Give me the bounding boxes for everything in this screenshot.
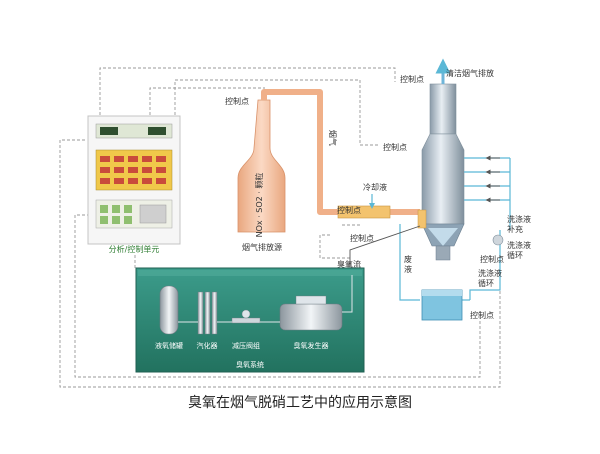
control-point-tower: 控制点: [383, 142, 407, 152]
ozone-flow-line: [349, 225, 421, 268]
valve-shape: [231, 309, 261, 324]
wash-cycle-label-b2: 循环: [478, 278, 494, 288]
waste-liquid-label-2: 液: [404, 264, 412, 274]
coolant-label: 冷却液: [363, 182, 387, 192]
control-point-flue: 控制点: [225, 96, 249, 106]
wash-cycle-label-a1: 洗涤液: [507, 240, 531, 250]
signal-line-inner: [74, 214, 481, 378]
control-point-cycle: 控制点: [480, 254, 504, 264]
clean-exhaust-label: 清洁烟气排放: [446, 68, 494, 78]
ozone-system-label: 臭氧系统: [236, 360, 264, 369]
ozone-system: 液氧储罐 汽化器 减压阀组 臭氧发生器 臭氧系统: [135, 267, 365, 373]
control-point-top: 控制点: [400, 74, 424, 84]
analysis-unit-label: 分析/控制单元: [109, 244, 160, 254]
flue-source-label: 烟气排放源: [242, 242, 282, 252]
figure-caption: 臭氧在烟气脱硝工艺中的应用示意图: [188, 395, 412, 411]
ozone-generator-label: 臭氧发生器: [294, 341, 329, 350]
ozone-flow-label: 臭氧流: [337, 259, 361, 269]
signal-line-ctrl: [174, 79, 380, 146]
wash-supplement-label-2: 补充: [507, 224, 523, 234]
signal-line-ozone: [319, 234, 350, 259]
vaporizer-label: 汽化器: [197, 341, 218, 350]
control-point-ozone: 控制点: [350, 233, 374, 243]
wash-tank: [421, 289, 463, 321]
vaporizer-shape: [197, 291, 218, 335]
circulation-pump: [492, 234, 504, 246]
ozone-generator-shape: [279, 295, 343, 331]
flue-gas-source: NOx · SO2 · 颗粒 烟气排放源: [237, 99, 286, 252]
waste-liquid-label-1: 废: [404, 254, 412, 264]
stack-composition-text: NOx · SO2 · 颗粒: [254, 173, 264, 238]
wash-supplement-label-1: 洗涤液: [507, 214, 531, 224]
scrubber-tower: [417, 83, 465, 261]
control-point-quench: 控制点: [337, 205, 361, 215]
quench-section: [337, 205, 391, 219]
pressure-valve-label: 减压阀组: [232, 341, 260, 350]
signal-line-outer: [59, 139, 501, 388]
signal-lines: [59, 67, 501, 388]
lox-tank-label: 液氧储罐: [155, 341, 183, 350]
flue-gas-label: 烟气: [328, 130, 338, 146]
signal-line-flue: [149, 87, 265, 120]
signal-line-top: [99, 67, 396, 120]
flue-pipe: [261, 89, 420, 215]
lox-tank-shape: [159, 285, 179, 335]
wash-arrows: [485, 155, 500, 203]
control-point-tank: 控制点: [470, 310, 494, 320]
wash-cycle-label-a2: 循环: [507, 250, 523, 260]
analysis-control-unit: 分析/控制单元: [87, 115, 181, 254]
wash-cycle-label-b1: 洗涤液: [478, 268, 502, 278]
